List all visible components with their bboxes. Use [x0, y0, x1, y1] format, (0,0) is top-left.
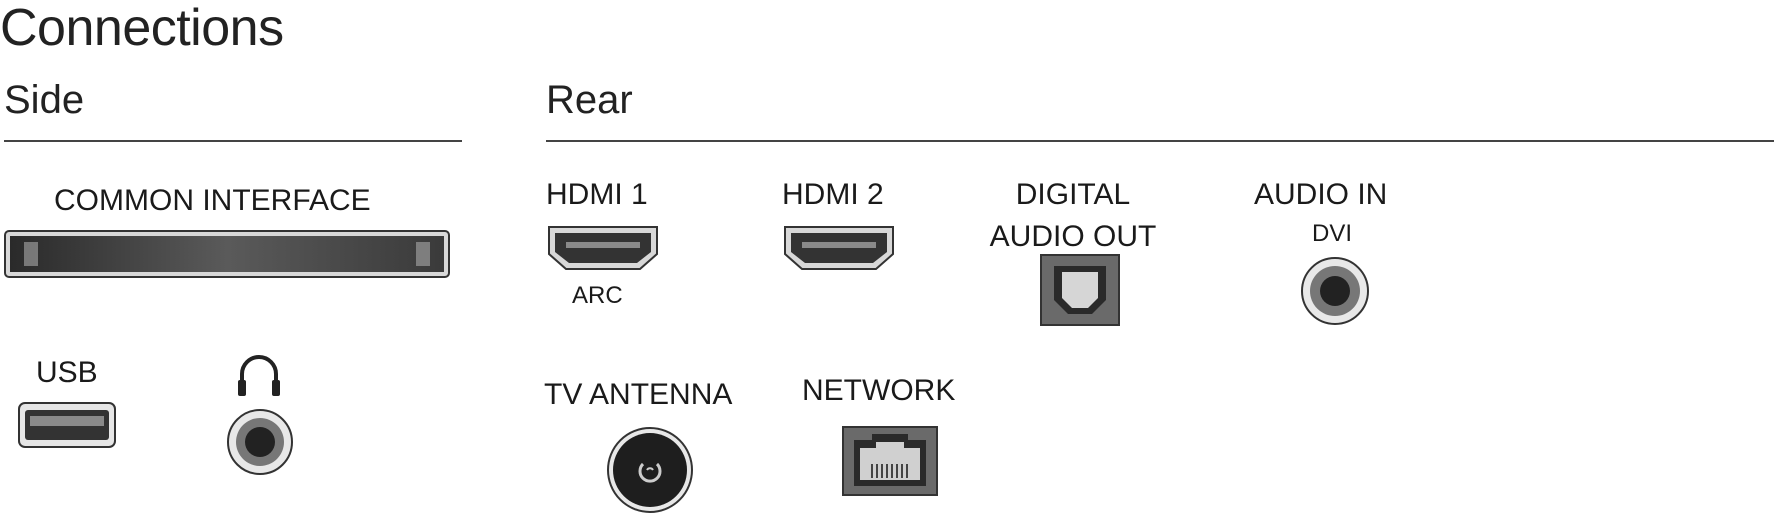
usb-port	[18, 402, 116, 448]
ethernet-port-icon	[842, 426, 938, 496]
antenna-port	[606, 426, 694, 514]
usb-label: USB	[36, 356, 98, 389]
section-rear-heading: Rear	[546, 78, 633, 122]
hdmi1-arc-sublabel: ARC	[572, 282, 623, 309]
rear-divider	[546, 140, 1774, 142]
audio-in-jack	[1300, 256, 1370, 326]
audio-jack-icon	[1301, 257, 1369, 325]
tv-antenna-label: TV ANTENNA	[544, 378, 733, 411]
hdmi2-label: HDMI 2	[782, 178, 884, 211]
usb-port-icon	[18, 402, 116, 448]
common-interface-slot	[4, 230, 450, 278]
hdmi-port-icon	[548, 226, 658, 270]
headphone-jack-icon	[227, 409, 293, 475]
common-interface-label: COMMON INTERFACE	[54, 184, 371, 217]
digital-audio-out-label-line2: AUDIO OUT	[989, 220, 1157, 253]
hdmi2-port	[782, 224, 896, 272]
optical-port	[1040, 254, 1120, 326]
audio-in-dvi-sublabel: DVI	[1312, 220, 1353, 247]
antenna-coax-icon	[607, 427, 693, 513]
headphones-icon	[236, 354, 282, 398]
ci-slot-icon	[4, 230, 450, 278]
hdmi-port-icon	[784, 226, 894, 270]
audio-in-label: AUDIO IN	[1254, 178, 1388, 211]
side-divider	[4, 140, 462, 142]
headphone-jack	[226, 408, 294, 476]
hdmi1-port	[546, 224, 660, 272]
optical-port-icon	[1040, 254, 1120, 326]
section-side-heading: Side	[4, 78, 85, 122]
page-title: Connections	[0, 0, 284, 57]
hdmi1-label: HDMI 1	[546, 178, 648, 211]
network-port	[842, 426, 938, 496]
digital-audio-out-label-line1: DIGITAL	[1015, 178, 1131, 211]
network-label: NETWORK	[802, 374, 956, 407]
